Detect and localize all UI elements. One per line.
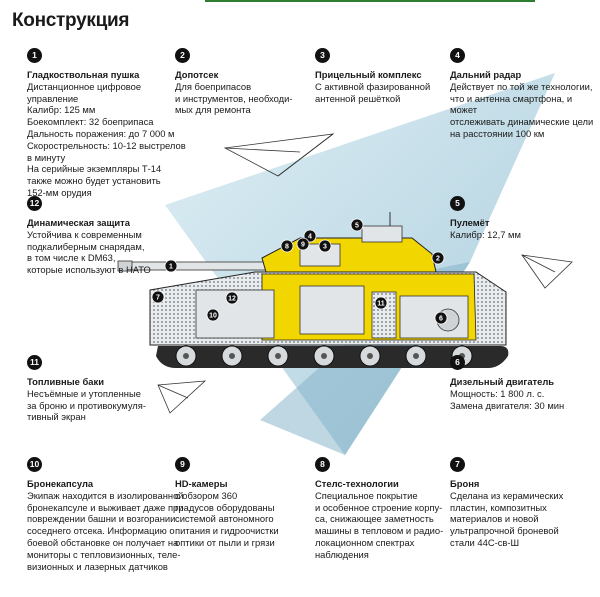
callout-body: Для боеприпасов и инструментов, необходи… xyxy=(175,80,293,116)
svg-text:6: 6 xyxy=(439,316,443,323)
svg-text:9: 9 xyxy=(301,242,305,249)
svg-text:3: 3 xyxy=(323,244,327,251)
callout-title: HD-камеры xyxy=(175,478,228,489)
callout-title: Прицельный комплекс xyxy=(315,69,422,80)
road-wheel-hub xyxy=(229,353,235,359)
callout-body: Калибр: 12,7 мм xyxy=(450,228,521,240)
tank-marker-5: 5 xyxy=(350,218,364,232)
callout-body: Специальное покрытие и особенное строени… xyxy=(315,489,444,560)
callout-body: Несъёмные и утопленные за броню и против… xyxy=(27,387,146,423)
svg-text:12: 12 xyxy=(228,296,236,303)
callout-title: Стелс-технологии xyxy=(315,478,399,489)
callout-title: Броня xyxy=(450,478,480,489)
tank-marker-3: 3 xyxy=(318,239,332,253)
callout-body: Мощность: 1 800 л. с. Замена двигателя: … xyxy=(450,387,565,411)
callout-number: 2 xyxy=(175,48,190,63)
tank-marker-4: 4 xyxy=(303,229,317,243)
callout-number: 3 xyxy=(315,48,330,63)
top-accent-line xyxy=(205,0,535,2)
callout-number: 1 xyxy=(27,48,42,63)
callout-title: Динамическая защита xyxy=(27,217,130,228)
wire-triangle-left xyxy=(157,380,207,414)
callout-number: 11 xyxy=(27,355,42,370)
road-wheel-hub xyxy=(183,353,189,359)
tank-marker-2: 2 xyxy=(431,251,445,265)
callout-number: 4 xyxy=(450,48,465,63)
callout-title: Пулемёт xyxy=(450,217,490,228)
tank-marker-12: 12 xyxy=(225,291,239,305)
callout-body: Сделана из керамических пластин, компози… xyxy=(450,489,564,548)
callout-body: Действует по той же технологии, что и ан… xyxy=(450,80,594,139)
callout-body: С активной фазированной антенной решётко… xyxy=(315,80,431,104)
page-title: Конструкция xyxy=(12,10,130,31)
callout-title: Топливные баки xyxy=(27,376,104,387)
callout-title: Дальний радар xyxy=(450,69,522,80)
svg-text:5: 5 xyxy=(355,223,359,230)
svg-text:11: 11 xyxy=(377,301,385,308)
callout-body: Устойчива к современным подкалиберным сн… xyxy=(27,228,151,276)
tank-marker-9: 9 xyxy=(296,237,310,251)
tank-marker-11: 11 xyxy=(374,296,388,310)
callout-number: 9 xyxy=(175,457,190,472)
callout-number: 10 xyxy=(27,457,42,472)
tank-marker-1: 1 xyxy=(164,259,178,273)
tank-marker-10: 10 xyxy=(206,308,220,322)
callout-body: Дистанционное цифровое управление Калибр… xyxy=(27,80,186,198)
callout-number: 7 xyxy=(450,457,465,472)
callout-body: с обзором 360 градусов оборудованы систе… xyxy=(175,489,279,548)
wire-triangle-right xyxy=(521,254,573,289)
callout-title: Дизельный двигатель xyxy=(450,376,555,387)
callout-title: Бронекапсула xyxy=(27,478,94,489)
svg-text:7: 7 xyxy=(156,295,160,302)
svg-text:2: 2 xyxy=(436,256,440,263)
road-wheels xyxy=(175,345,473,367)
svg-text:10: 10 xyxy=(209,313,217,320)
callout-number: 12 xyxy=(27,196,42,211)
callout-title: Гладкоствольная пушка xyxy=(27,69,140,80)
callout-title: Допотсек xyxy=(175,69,219,80)
wire-triangles xyxy=(157,133,573,414)
road-wheel-hub xyxy=(413,353,419,359)
road-wheel-hub xyxy=(275,353,281,359)
svg-text:1: 1 xyxy=(169,264,173,271)
tank-marker-7: 7 xyxy=(151,290,165,304)
callout-number: 5 xyxy=(450,196,465,211)
engine-bay xyxy=(399,295,469,339)
gun-muzzle xyxy=(117,260,133,272)
svg-text:4: 4 xyxy=(308,234,312,241)
tank-marker-6: 6 xyxy=(434,311,448,325)
svg-text:8: 8 xyxy=(285,244,289,251)
road-wheel-hub xyxy=(321,353,327,359)
ammo-module xyxy=(299,285,365,335)
road-wheel-hub xyxy=(367,353,373,359)
callout-number: 6 xyxy=(450,355,465,370)
turret-optic xyxy=(361,225,403,243)
callout-number: 8 xyxy=(315,457,330,472)
callout-body: Экипаж находится в изолированной бронека… xyxy=(27,489,184,572)
tank-marker-8: 8 xyxy=(280,239,294,253)
